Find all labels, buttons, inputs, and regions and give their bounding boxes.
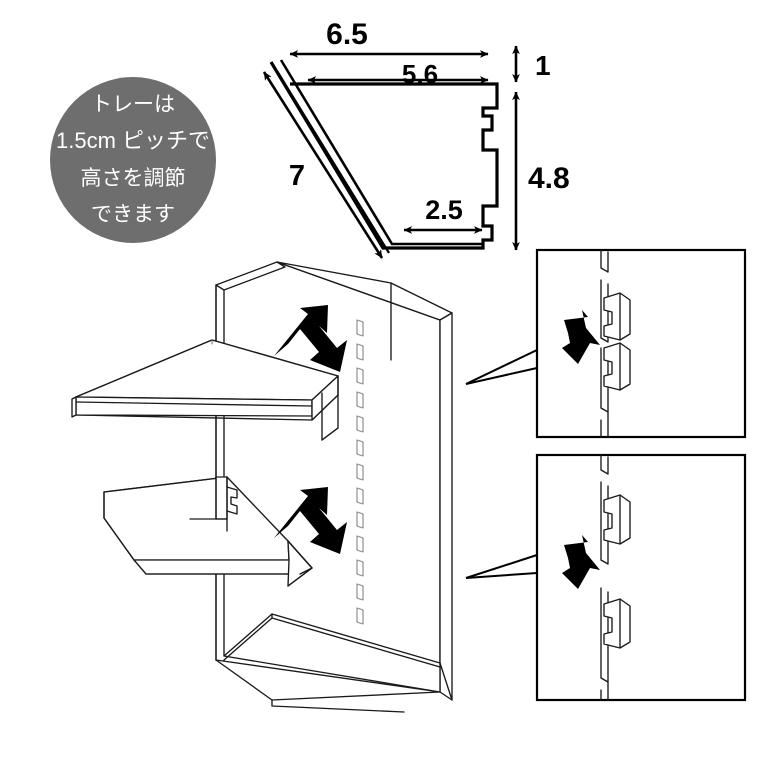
angled-tray-hook-bracket bbox=[226, 486, 238, 515]
flat-tray-left-cap bbox=[71, 396, 77, 418]
slot bbox=[356, 583, 364, 601]
dim-label-2-5: 2.5 bbox=[425, 195, 463, 225]
dim-label-4-8: 4.8 bbox=[528, 162, 570, 195]
insert-arrow-lower-icon bbox=[274, 487, 347, 554]
badge-line-2: 1.5cm ピッチで bbox=[56, 128, 210, 153]
slot bbox=[356, 535, 364, 553]
badge-circle bbox=[50, 77, 216, 243]
detail-arrow-upper-icon bbox=[562, 310, 600, 364]
leader-line-upper bbox=[465, 349, 538, 385]
slot bbox=[356, 415, 364, 433]
dim-label-7: 7 bbox=[289, 160, 305, 192]
detail-inset-upper-frame bbox=[535, 248, 747, 439]
detail-inset-lower bbox=[535, 453, 747, 702]
cabinet-bottom-right-edge bbox=[439, 662, 453, 701]
detail-arrow-lower-icon bbox=[562, 535, 600, 589]
slot bbox=[356, 511, 364, 529]
flat-tray-front-lip bbox=[75, 396, 313, 417]
slot-column bbox=[356, 319, 364, 625]
slot bbox=[356, 559, 364, 577]
leader-line-lower-2 bbox=[465, 572, 538, 579]
info-badge: トレーは 1.5cm ピッチで 高さを調節 できます bbox=[50, 77, 216, 243]
angled-tray-top-edge bbox=[103, 476, 228, 493]
slot bbox=[356, 391, 364, 409]
cabinet-assembly-view bbox=[71, 261, 453, 713]
insertion-arrows bbox=[274, 305, 347, 554]
dim-label-5-6: 5.6 bbox=[402, 59, 438, 89]
detail-hook-lower-2 bbox=[603, 598, 631, 649]
detail-inset-upper bbox=[535, 248, 747, 439]
cabinet-top-left-flange bbox=[215, 261, 286, 291]
slot bbox=[356, 343, 364, 361]
slot bbox=[356, 607, 364, 625]
slot bbox=[356, 367, 364, 385]
leader-line-upper-2 bbox=[465, 367, 538, 385]
slot bbox=[356, 319, 364, 337]
dim-label-6-5: 6.5 bbox=[326, 18, 368, 51]
dim-line-7 bbox=[262, 71, 384, 259]
detail-rail-lower-seg1 bbox=[600, 481, 609, 565]
slot bbox=[356, 463, 364, 481]
detail-rail-lower-top bbox=[600, 454, 609, 475]
slot bbox=[356, 487, 364, 505]
cabinet-right-panel bbox=[439, 312, 453, 701]
badge-line-4: できます bbox=[91, 203, 175, 226]
flat-tray-right-wall-base bbox=[321, 427, 339, 441]
leader-line-lower bbox=[465, 554, 538, 579]
dimension-labels: 6.5 5.6 1 4.8 2.5 7 bbox=[289, 18, 570, 225]
cabinet-back-panel bbox=[215, 261, 441, 693]
slot bbox=[356, 439, 364, 457]
angled-tray-left-edge bbox=[103, 491, 135, 561]
badge-line-3: 高さを調節 bbox=[81, 167, 186, 190]
flat-tray-front-lip-edge bbox=[75, 401, 313, 407]
detail-rail-upper-top bbox=[600, 249, 609, 273]
dimension-lines bbox=[262, 45, 520, 259]
detail-hook-upper-1 bbox=[603, 292, 631, 341]
detail-rail-upper-seg1 bbox=[600, 279, 609, 343]
badge-line-1: トレーは bbox=[91, 93, 175, 116]
tray-cross-section bbox=[269, 59, 499, 254]
angled-tray-right-tip bbox=[299, 567, 313, 575]
dim-label-1: 1 bbox=[535, 50, 551, 81]
leader-lines bbox=[465, 349, 538, 579]
detail-hook-upper-2 bbox=[603, 342, 631, 391]
cross-section-outline bbox=[269, 61, 499, 250]
insert-arrow-upper-icon bbox=[274, 305, 347, 372]
angled-tray-front-band bbox=[133, 559, 301, 575]
angled-tray-back-panel bbox=[215, 476, 228, 520]
detail-hook-lower-1 bbox=[603, 494, 631, 545]
cabinet-bottom-outer2 bbox=[271, 699, 405, 713]
